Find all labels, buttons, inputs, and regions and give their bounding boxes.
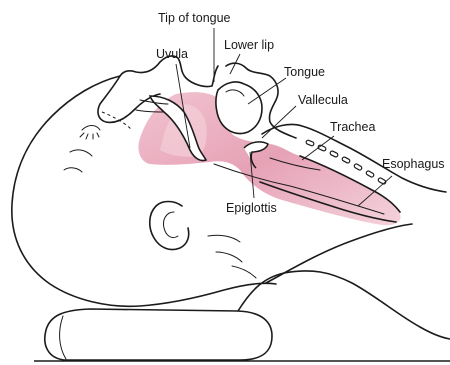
label-tip-of-tongue: Tip of tongue (158, 11, 231, 25)
ear-outer (150, 202, 189, 250)
ear-inner (163, 212, 178, 238)
eye-lashes (80, 133, 99, 139)
leader-trachea (302, 136, 334, 160)
pillow-fold (60, 316, 66, 359)
neck-wrinkle-1 (208, 235, 240, 242)
label-trachea: Trachea (330, 120, 375, 134)
forehead-shading (64, 150, 92, 172)
leader-vallecula (262, 106, 296, 138)
label-uvula: Uvula (156, 47, 188, 61)
label-esophagus: Esophagus (382, 157, 445, 171)
label-vallecula: Vallecula (298, 93, 348, 107)
nose-outline (98, 76, 160, 122)
label-tongue: Tongue (284, 65, 325, 79)
neck-wrinkle-3 (232, 266, 256, 278)
tongue-shape (216, 82, 262, 134)
label-lower-lip: Lower lip (224, 38, 274, 52)
eye-lid (82, 126, 100, 131)
pillow (45, 309, 272, 360)
label-epiglottis: Epiglottis (226, 201, 277, 215)
neck-wrinkle-2 (216, 252, 242, 262)
neck-lower-outline (266, 224, 412, 283)
